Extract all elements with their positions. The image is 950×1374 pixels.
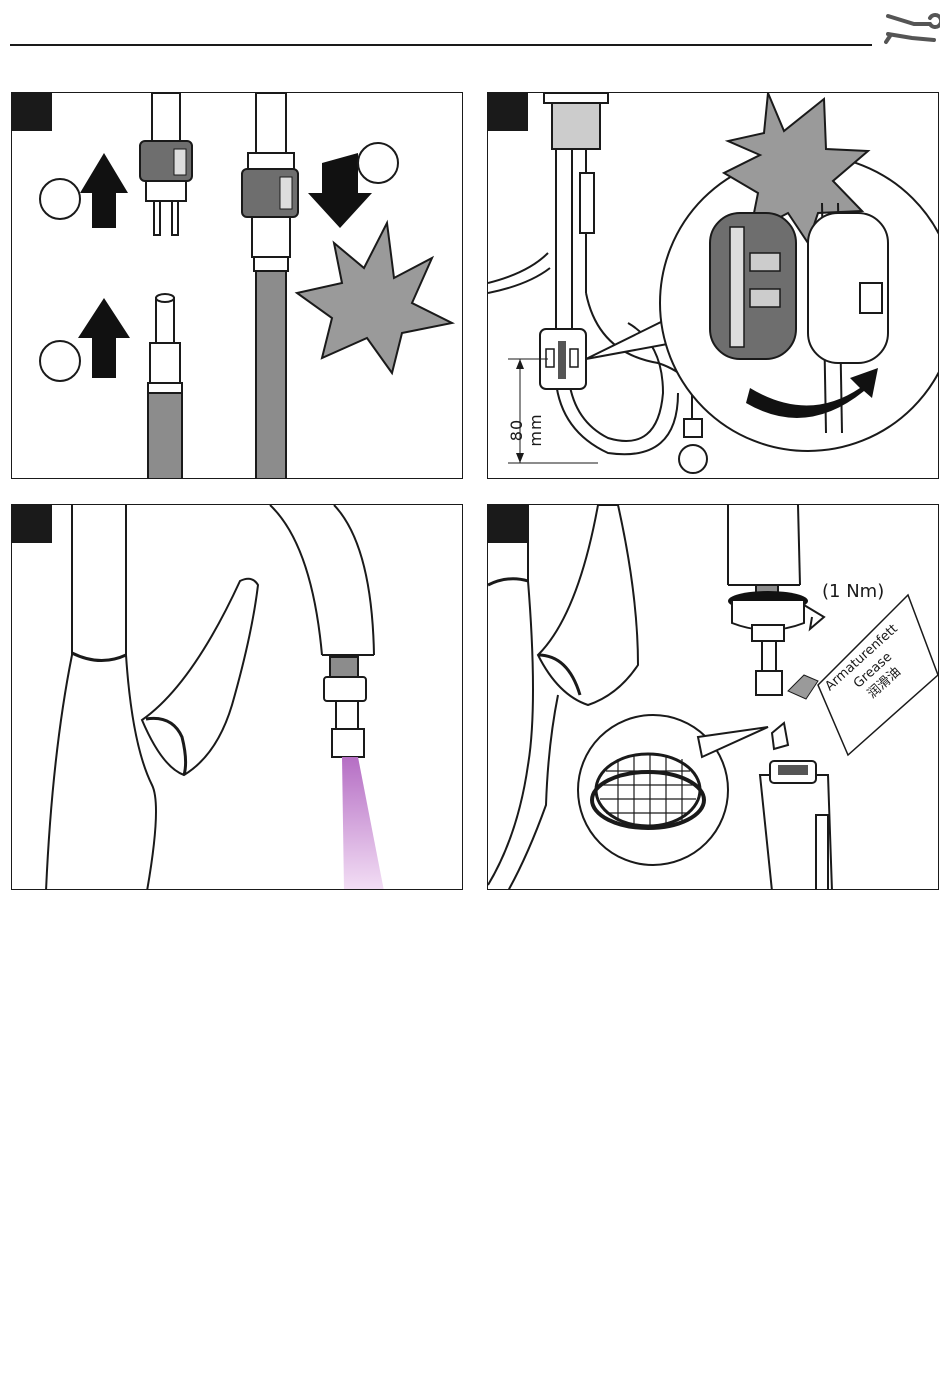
burst-icon (297, 223, 452, 373)
step-panel-2: 80 mm (487, 92, 939, 479)
tools-icon (884, 10, 940, 46)
torque-label: (1 Nm) (822, 581, 884, 602)
step-panel-1 (11, 92, 463, 479)
panel-3-illustration (12, 505, 463, 890)
water-spray (342, 757, 384, 890)
panel-1-illustration (12, 93, 463, 479)
step-circle-a (40, 179, 80, 219)
header-rule (10, 44, 872, 46)
panel-2-illustration (488, 93, 939, 479)
lever-handle (142, 579, 258, 775)
arrow-up-icon (80, 153, 128, 228)
step-circle-c (358, 143, 398, 183)
step-panel-3 (11, 504, 463, 890)
arrow-up-icon (78, 298, 130, 378)
step-panel-4: (1 Nm) Armaturenfett Grease 润滑油 (487, 504, 939, 890)
step-circle-b (40, 341, 80, 381)
dimension-label: 80 mm (507, 400, 545, 460)
clip-closed (710, 213, 796, 359)
